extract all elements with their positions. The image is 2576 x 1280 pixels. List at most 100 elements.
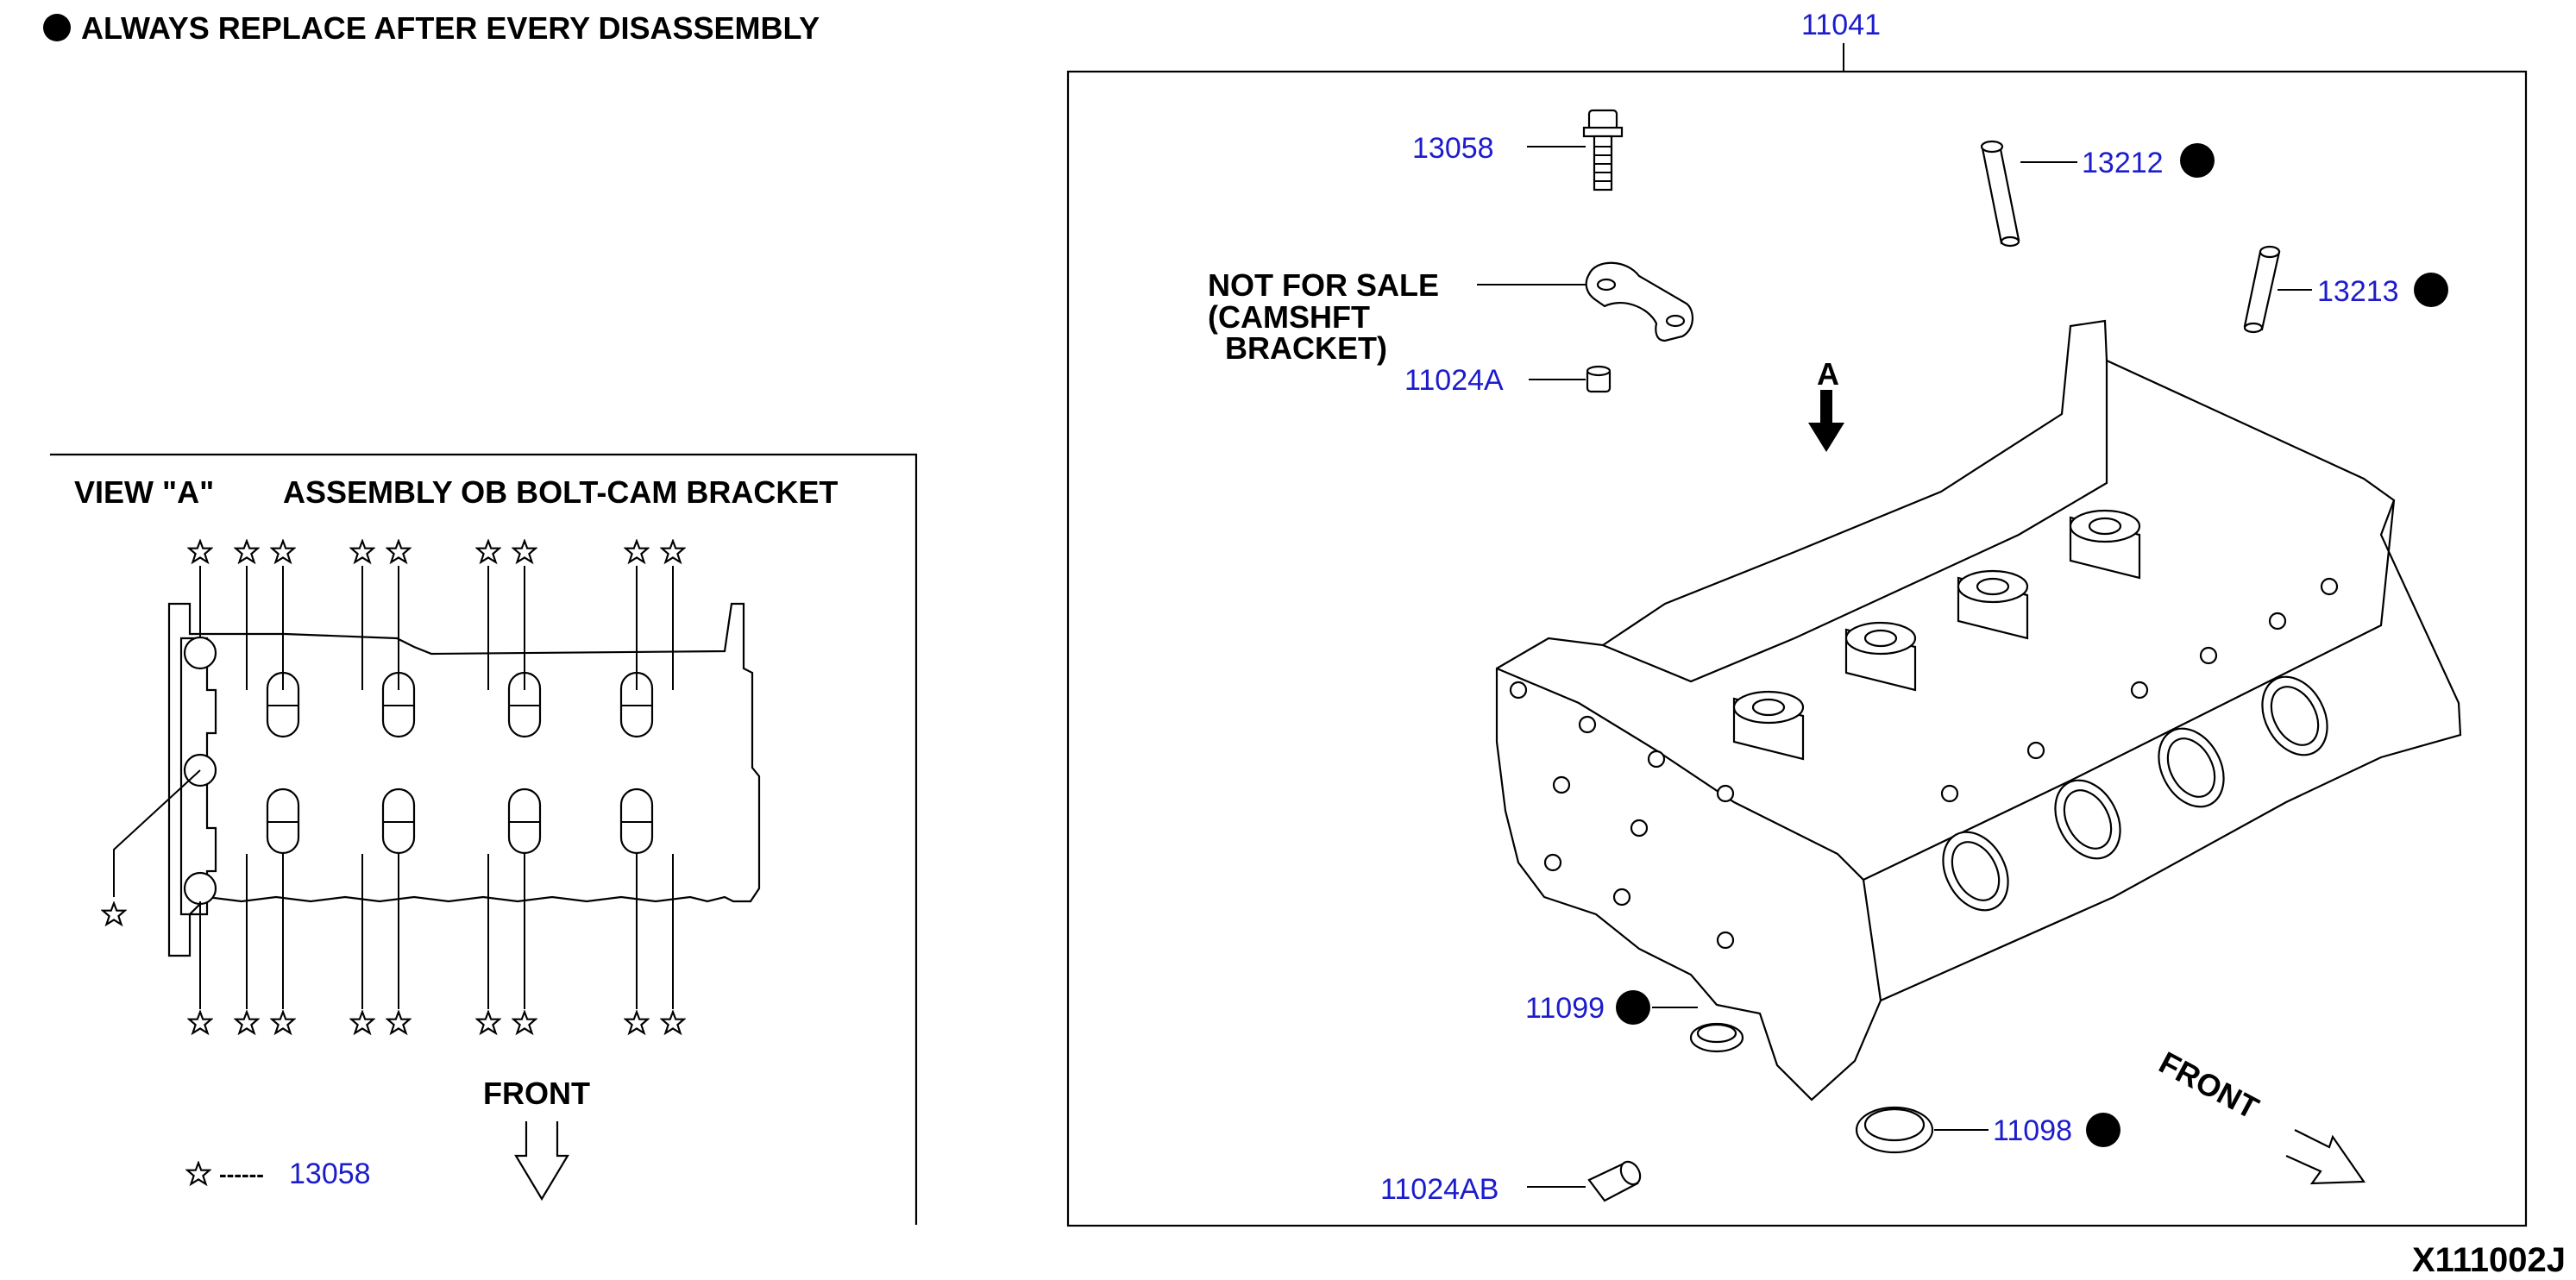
bolt-star-icon [350, 540, 374, 563]
view-a-description: ASSEMBLY OB BOLT-CAM BRACKET [283, 474, 838, 510]
bolt-hole [183, 871, 217, 906]
port-inner [1951, 841, 2001, 901]
bolt-hole [1716, 931, 1735, 950]
bolt-star-icon [235, 540, 259, 563]
port-opening [2261, 675, 2328, 756]
bolt-hole [1647, 750, 1666, 769]
dowel-11024A [1586, 365, 1612, 393]
port-inner [2270, 686, 2320, 746]
bolt-star-icon [476, 540, 500, 563]
header-note-text: ALWAYS REPLACE AFTER EVERY DISASSEMBLY [81, 10, 820, 46]
view-a-front-indicator: FRONT [483, 1076, 590, 1202]
bolt-star-icon [350, 1011, 374, 1034]
bolt-star-icon [476, 1011, 500, 1034]
port-inner [2063, 789, 2113, 850]
bolt-hole [1543, 853, 1562, 872]
legend-dots: ------ [219, 1161, 264, 1187]
bolt-star-icon [386, 1011, 411, 1034]
callout-13058[interactable]: 13058 [1412, 132, 1494, 165]
bolt-hole [2320, 577, 2339, 596]
view-a-front-arrow-icon [514, 1121, 569, 1202]
bolt-star-icon [102, 902, 126, 925]
cylinder-head-top-outline [167, 602, 761, 957]
replace-marker-icon [2086, 1113, 2120, 1147]
bolt-star-icon [271, 540, 295, 563]
callout-11098[interactable]: 11098 [1993, 1114, 2072, 1147]
view-a-panel: VIEW "A" ASSEMBLY OB BOLT-CAM BRACKET [50, 453, 918, 1225]
cam-bracket-cap [507, 787, 542, 855]
callout-13213[interactable]: 13213 [2317, 275, 2399, 308]
view-a-down-arrow-icon [1808, 390, 1844, 452]
cam-journal [2069, 509, 2141, 580]
main-front-arrow-icon [2285, 1129, 2366, 1185]
replace-marker-icon [1616, 990, 1650, 1025]
cam-journal [1957, 569, 2029, 640]
view-a-title: VIEW "A" [74, 474, 214, 510]
header-note: ALWAYS REPLACE AFTER EVERY DISASSEMBLY [43, 10, 820, 46]
callout-13212[interactable]: 13212 [2082, 147, 2164, 179]
port-opening [2158, 727, 2225, 808]
replace-marker-icon [2180, 143, 2215, 178]
bolt-hole [1940, 784, 1959, 803]
bolt-hole [2199, 646, 2218, 665]
bolt-star-icon [625, 1011, 649, 1034]
replace-marker-icon [2414, 273, 2448, 307]
cam-bracket-cap [619, 787, 654, 855]
bolt-star-icon [512, 540, 537, 563]
bracket-label: BRACKET) [1225, 330, 1387, 366]
bolt-star-icon [661, 1011, 685, 1034]
bolt-star-icon [386, 540, 411, 563]
valve-guide-13213 [2243, 245, 2281, 334]
cam-bracket-cap [381, 787, 416, 855]
seal-11098 [1855, 1106, 1934, 1154]
port-opening [2054, 779, 2121, 860]
main-frame [1066, 70, 2528, 1227]
bolt-star-icon [661, 540, 685, 563]
not-for-sale-label: NOT FOR SALE [1208, 267, 1439, 303]
seal-11099 [1689, 1022, 1744, 1053]
valve-guide-13212 [1980, 140, 2020, 248]
bolt-13058 [1582, 109, 1624, 191]
cam-journal [1732, 690, 1805, 761]
replace-marker-icon [43, 14, 71, 41]
bolt-star-icon [186, 1162, 210, 1185]
callout-11024A[interactable]: 11024A [1404, 364, 1504, 397]
bolt-star-icon [271, 1011, 295, 1034]
bolt-hole [2130, 681, 2149, 700]
port-opening [1942, 831, 2009, 912]
camshaft-label: (CAMSHFT [1208, 299, 1370, 335]
bolt-hole [1552, 775, 1571, 794]
bolt-hole [1612, 888, 1631, 907]
callout-11041[interactable]: 11041 [1801, 9, 1881, 41]
callout-11024AB[interactable]: 11024AB [1380, 1173, 1498, 1206]
port-inner [2166, 737, 2216, 798]
head-side-profile [179, 637, 217, 916]
main-panel: 11041 13058 13212 13213 N [1066, 9, 2528, 1227]
callout-11099[interactable]: 11099 [1525, 992, 1605, 1025]
bolt-hole [1716, 784, 1735, 803]
view-a-marker-label: A [1817, 356, 1839, 392]
bolt-star-icon [188, 540, 212, 563]
main-front-indicator: FRONT [2153, 1045, 2366, 1185]
diagram-id: X111002J [2412, 1241, 2566, 1279]
bolt-hole [1509, 681, 1528, 700]
bolt-hole [2268, 612, 2287, 631]
callout-13058-legend[interactable]: 13058 [289, 1158, 371, 1190]
bolt-hole [2026, 741, 2045, 760]
bolt-hole [1578, 715, 1597, 734]
view-a-legend: ------ 13058 [186, 1158, 371, 1190]
cam-journal [1844, 621, 1917, 692]
cylinder-head-11041 [1495, 319, 2462, 1101]
bolt-star-icon [235, 1011, 259, 1034]
bolt-hole [183, 636, 217, 670]
camshaft-bracket-part [1585, 261, 1693, 342]
view-a-front-label: FRONT [483, 1076, 590, 1111]
bolt-star-icon [625, 540, 649, 563]
main-front-label: FRONT [2153, 1045, 2265, 1126]
view-a-frame [50, 453, 918, 1225]
bolt-star-icon [188, 1011, 212, 1034]
bolt-star-icon [512, 1011, 537, 1034]
cam-bracket-cap [266, 787, 300, 855]
dowel-11024AB [1587, 1160, 1642, 1202]
